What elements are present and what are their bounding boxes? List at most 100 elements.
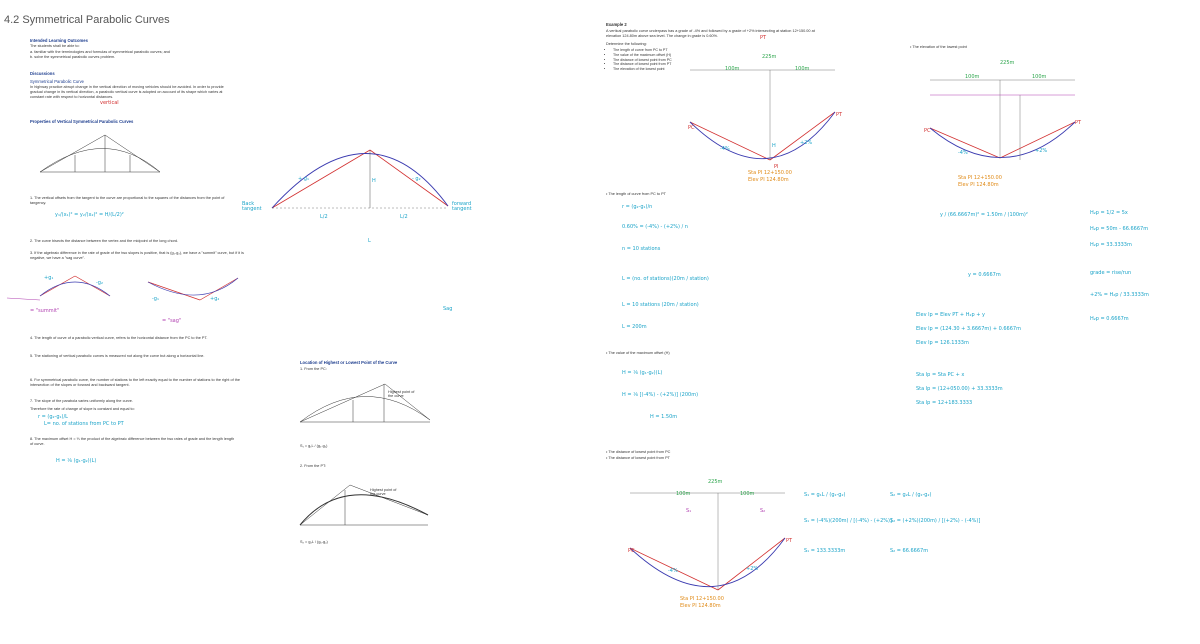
property-2: 2. The curve bisects the distance betwee… bbox=[30, 239, 179, 243]
ex-pi: PI bbox=[774, 164, 779, 170]
highest-point-label-1: Highest point of the curve bbox=[388, 390, 415, 398]
s2-formula: S₂ = g₂L / (g₁-g₂) bbox=[300, 540, 328, 544]
property-6: 6. For symmetrical parabolic curve, the … bbox=[30, 378, 240, 388]
dist-heading-pt: • The distance of lowest point from PT bbox=[606, 456, 670, 460]
s2-label: S₂ bbox=[760, 508, 766, 514]
sta-lp-3: Sta lp = 12+183.3333 bbox=[916, 400, 973, 406]
example-determine: Determine the following: bbox=[606, 42, 647, 46]
summit-note: = "summit" bbox=[30, 308, 60, 314]
H-ans: H = 1.50m bbox=[650, 414, 678, 420]
h2p-2: H₂p = 50m - 66.6667m bbox=[1090, 226, 1149, 232]
elev-lp-1: Elev lp = Elev PT + H₂p + y bbox=[916, 312, 985, 318]
ex2-elev: Elev PI 124.80m bbox=[680, 603, 721, 609]
example-item: The elevation of the lowest point bbox=[613, 67, 672, 72]
sag-scribble: Sag bbox=[443, 306, 453, 312]
ex-sta: Sta PI 12+150.00 bbox=[748, 170, 792, 176]
sta-lp-1: Sta lp = Sta PC + x bbox=[916, 372, 965, 378]
page-title: 4.2 Symmetrical Parabolic Curves bbox=[4, 14, 170, 26]
g2-pos-label: +g₂ bbox=[210, 296, 220, 302]
grade-sub: +2% = H₂p / 33.3333m bbox=[1090, 292, 1149, 298]
H-eq1: H = ⅛ (g₁-g₂)(L) bbox=[622, 370, 663, 376]
ex2-g2: +2% bbox=[746, 566, 759, 572]
s1-eq: S₁ = g₁L / (g₁-g₂) bbox=[804, 492, 846, 498]
example-heading: Example 2 bbox=[606, 22, 627, 27]
r-total: 225m bbox=[1000, 60, 1015, 66]
H-heading: • The value of the maximum offset (H) bbox=[606, 351, 670, 355]
s2-ans: S₂ = 66.6667m bbox=[890, 548, 929, 554]
s2-eq: S₂ = g₂L / (g₁-g₂) bbox=[890, 492, 932, 498]
L-ans: L = 200m bbox=[622, 324, 647, 330]
r-elev: Elev PI 124.80m bbox=[958, 182, 999, 188]
y-ans: y = 0.6667m bbox=[968, 272, 1001, 278]
property-3: 3. If the algebraic difference in the ra… bbox=[30, 251, 244, 261]
ex2-left-half: 100m bbox=[676, 491, 691, 497]
ex-left-half: 100m bbox=[725, 66, 740, 72]
pt-mark: PT bbox=[760, 35, 767, 41]
h2p-1: H₂p = 1/2 = 5x bbox=[1090, 210, 1128, 216]
sag-note: = "sag" bbox=[162, 318, 182, 324]
example-item: The length of curve from PC to PT bbox=[613, 48, 672, 53]
s1-label: S₁ bbox=[686, 508, 692, 514]
example-item: The distance of lowest point from PC bbox=[613, 58, 672, 63]
H-label: H bbox=[372, 178, 376, 184]
spc-body: In highway practice abrupt change in the… bbox=[30, 85, 224, 100]
L-note: L= no. of stations from PC to PT bbox=[44, 421, 124, 427]
property-1: 1. The vertical offsets from the tangent… bbox=[30, 196, 225, 206]
ex-g2: +2% bbox=[800, 140, 813, 146]
ex-total-length: 225m bbox=[762, 54, 777, 60]
sta-lp-2: Sta lp = (12+050.00) + 33.3333m bbox=[916, 386, 1003, 392]
location-heading: Location of Highest or Lowest Point of t… bbox=[300, 360, 398, 365]
highest-point-label-2: Highest point of the curve bbox=[370, 488, 397, 496]
property-7b: Therefore the rate of change of slope is… bbox=[30, 407, 135, 411]
r-eq: r = (g₂-g₁)/n bbox=[622, 204, 653, 210]
ex2-right-half: 100m bbox=[740, 491, 755, 497]
ilo-intro: The students shall be able to: bbox=[30, 44, 80, 48]
s2-sub: S₂ = (+2%)(200m) / [(+2%) - (-4%)] bbox=[890, 518, 981, 524]
s1-ans: S₁ = 133.3333m bbox=[804, 548, 846, 554]
r-left-half: 100m bbox=[965, 74, 980, 80]
ilo-item-b: b. solve the symmetrical parabolic curve… bbox=[30, 55, 116, 59]
L-eq2: L = 10 stations (20m / station) bbox=[622, 302, 699, 308]
s1-formula: S₁ = g₁L / (g₁-g₂) bbox=[300, 444, 328, 448]
ex-pc: PC bbox=[688, 125, 695, 131]
y-ratio: y / (66.6667m)² = 1.50m / (100m)² bbox=[940, 212, 1028, 218]
s1-sub: S₁ = (-4%)(200m) / [(-4%) - (+2%)] bbox=[804, 518, 892, 524]
ex2-pc: PC bbox=[628, 548, 635, 554]
H-formula: H = ⅛ (g₁-g₂)(L) bbox=[56, 458, 97, 464]
example-items: The length of curve from PC to PT The va… bbox=[606, 48, 672, 72]
property-7a: 7. The slope of the parabola varies unif… bbox=[30, 399, 133, 403]
discussions-heading: Discussions bbox=[30, 71, 55, 76]
ex2-total: 225m bbox=[708, 479, 723, 485]
elev-lp-3: Elev lp = 126.1333m bbox=[916, 340, 969, 346]
g1-pos-label: +g₁ bbox=[44, 275, 54, 281]
ilo-heading: Intended Learning Outcomes bbox=[30, 38, 88, 43]
L2-right-label: L/2 bbox=[400, 214, 408, 220]
back-tangent-label: Back tangent bbox=[242, 201, 262, 212]
ex-g1: -4% bbox=[720, 146, 730, 152]
L2-left-label: L/2 bbox=[320, 214, 328, 220]
property-4: 4. The length of curve of a parabolic ve… bbox=[30, 336, 208, 340]
ex-elev: Elev PI 124.80m bbox=[748, 177, 789, 183]
forward-tangent-label: forward tangent bbox=[452, 201, 472, 212]
ilo-item-a: a. familiar with the terminologies and f… bbox=[30, 50, 170, 54]
vertical-annotation: vertical bbox=[100, 100, 119, 106]
H-eq2: H = ⅛ [(-4%) - (+2%)] (200m) bbox=[622, 392, 699, 398]
h2p-ans: H₂p = 0.6667m bbox=[1090, 316, 1129, 322]
ex2-pt: PT bbox=[786, 538, 793, 544]
len-heading: • The length of curve from PC to PT bbox=[606, 192, 666, 196]
r-sub: 0.60% = (-4%) - (+2%) / n bbox=[622, 224, 688, 230]
location-from-pc: 1. From the PC: bbox=[300, 367, 327, 371]
L-eq1: L = (no. of stations)(20m / station) bbox=[622, 276, 709, 282]
ex2-sta: Sta PI 12+150.00 bbox=[680, 596, 724, 602]
g2-label: - g₂ bbox=[412, 176, 421, 182]
r-g2: +2% bbox=[1035, 148, 1048, 154]
r-g1: -4% bbox=[958, 150, 968, 156]
L-label: L bbox=[368, 238, 371, 244]
lowest-elev-heading: • The elevation of the lowest point bbox=[910, 45, 967, 49]
example-item: The distance of lowest point from PT bbox=[613, 62, 672, 67]
dist-heading-pc: • The distance of lowest point from PC bbox=[606, 450, 671, 454]
h2p-3: H₂p = 33.3333m bbox=[1090, 242, 1132, 248]
property-8: 8. The maximum offset H = ⅓ the product … bbox=[30, 437, 235, 447]
grade-eq: grade = rise/run bbox=[1090, 270, 1132, 276]
